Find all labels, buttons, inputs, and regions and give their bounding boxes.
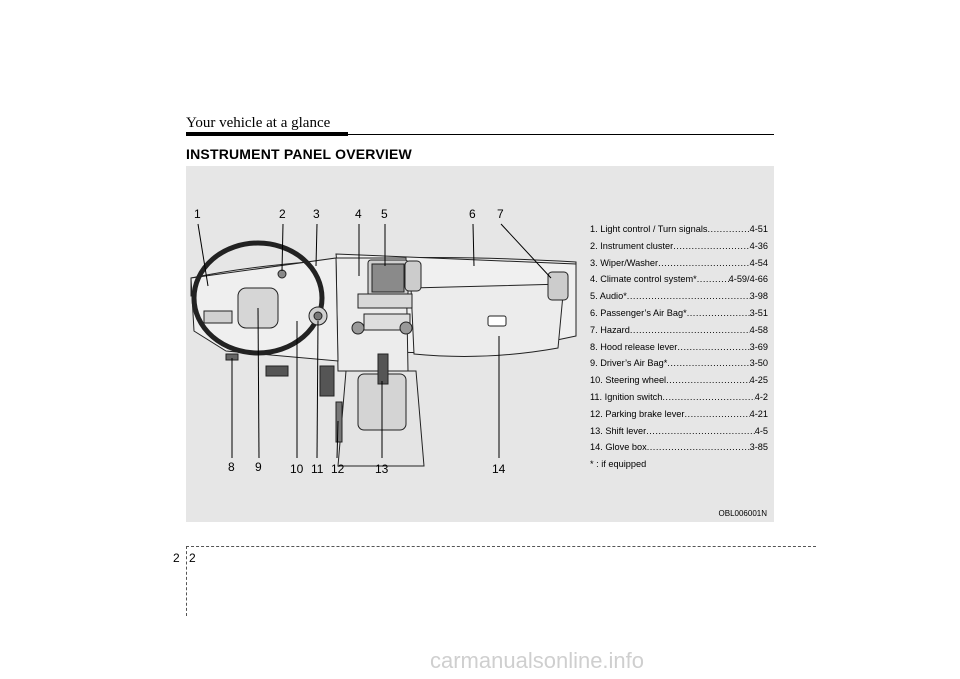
legend-item: 4. Climate control system*4-59/4-66 [590,271,768,288]
legend-item: 11. Ignition switch4-2 [590,389,768,406]
callout-1: 1 [194,207,201,221]
footer-vertical-rule [186,546,187,616]
callout-13: 13 [375,462,389,476]
callout-12: 12 [331,462,345,476]
callout-8: 8 [228,460,235,474]
callout-10: 10 [290,462,304,476]
callout-3: 3 [313,207,320,221]
callout-4: 4 [355,207,362,221]
figure-code: OBL006001N [718,509,767,518]
page-number: 2 [189,551,196,565]
legend-item: 8. Hood release lever3-69 [590,339,768,356]
footer-rule [186,546,816,547]
legend-item: 2. Instrument cluster4-36 [590,238,768,255]
legend-item: 13. Shift lever4-5 [590,423,768,440]
callout-5: 5 [381,207,388,221]
legend-item: 1. Light control / Turn signals4-51 [590,221,768,238]
callout-11: 11 [311,462,324,476]
chapter-header-title: Your vehicle at a glance [186,115,331,131]
callout-14: 14 [492,462,506,476]
page-chapter-number: 2 [173,551,180,565]
callout-6: 6 [469,207,476,221]
legend-item: 9. Driver’s Air Bag*3-50 [590,355,768,372]
figure-panel: 1 2 3 4 5 6 7 8 9 10 11 12 13 14 1. Ligh… [186,166,774,522]
callout-2: 2 [279,207,286,221]
parts-legend: 1. Light control / Turn signals4-51 2. I… [590,221,768,473]
header-rule [186,134,774,135]
legend-item: 3. Wiper/Washer4-54 [590,255,768,272]
legend-item: 14. Glove box3-85 [590,439,768,456]
watermark: carmanualsonline.info [430,648,645,673]
legend-item: 12. Parking brake lever4-21 [590,406,768,423]
legend-item: 5. Audio*3-98 [590,288,768,305]
callout-9: 9 [255,460,262,474]
section-title: INSTRUMENT PANEL OVERVIEW [186,146,412,162]
legend-item: 6. Passenger’s Air Bag*3-51 [590,305,768,322]
callout-7: 7 [497,207,504,221]
legend-item: 10. Steering wheel4-25 [590,372,768,389]
instrument-panel-illustration [190,223,577,467]
legend-item: 7. Hazard4-58 [590,322,768,339]
legend-note: * : if equipped [590,459,647,470]
